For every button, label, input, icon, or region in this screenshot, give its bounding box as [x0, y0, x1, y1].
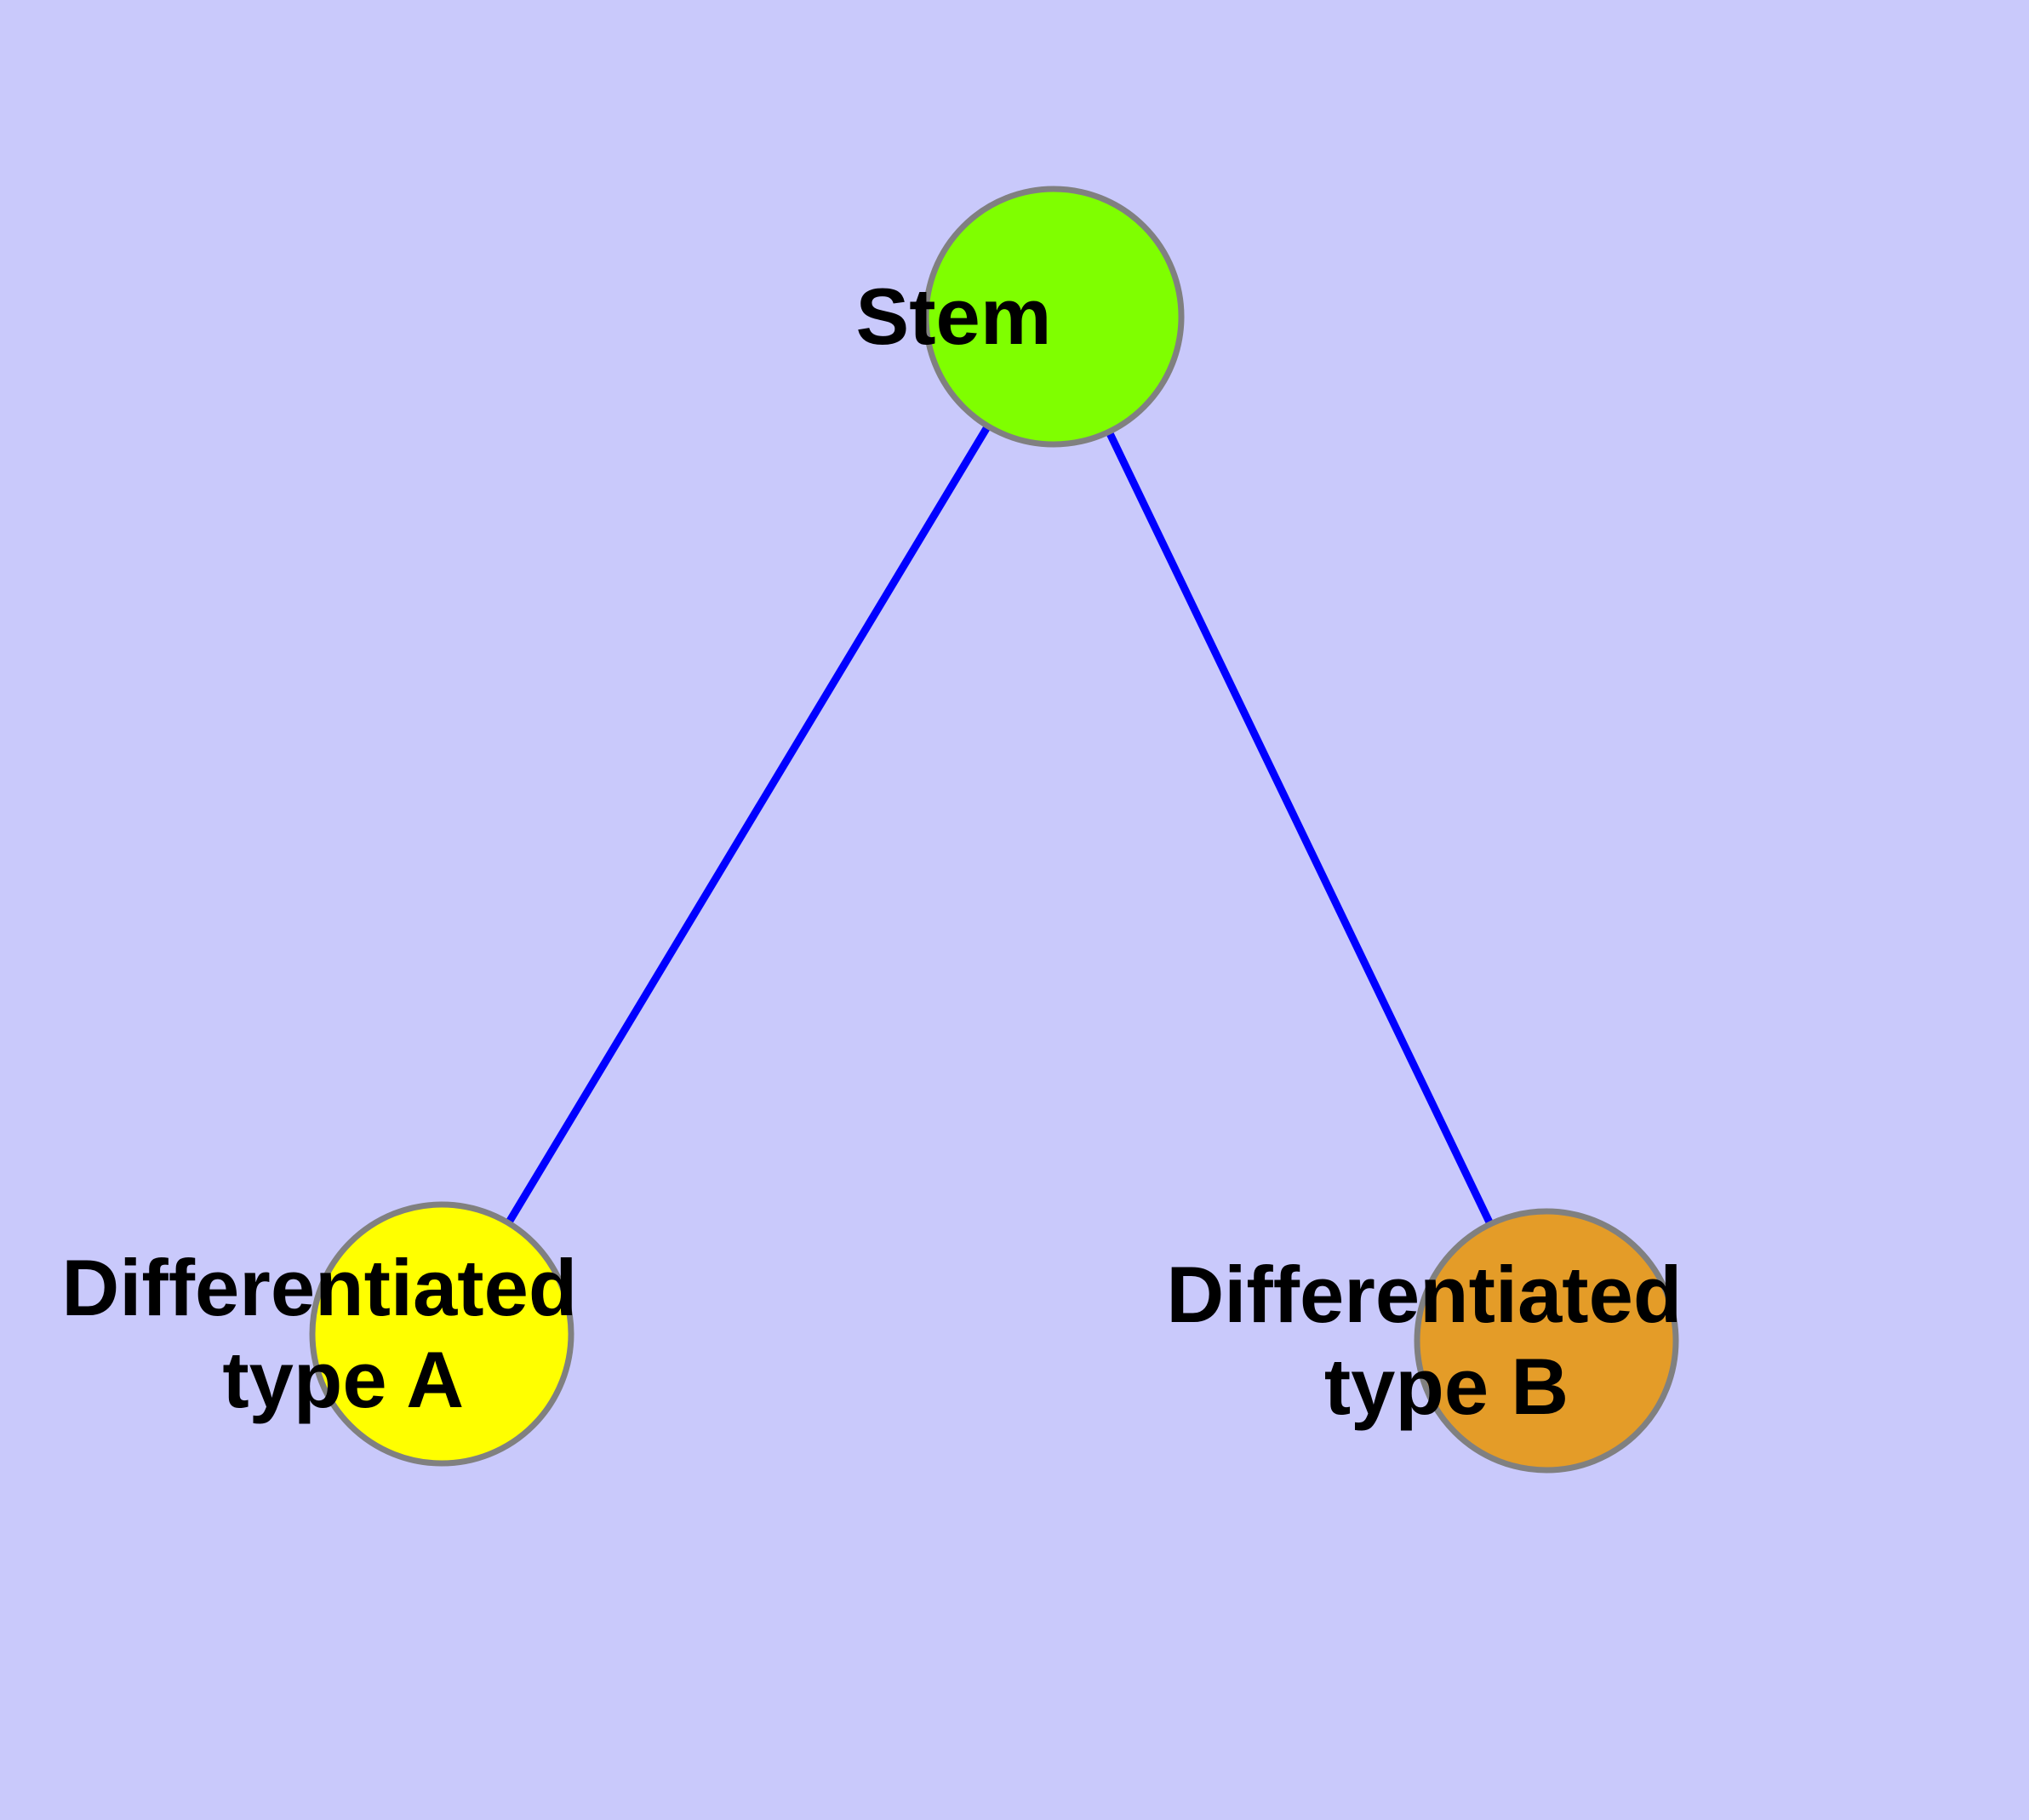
node-stem-circle[interactable] — [923, 186, 1185, 448]
node-diff-b[interactable]: Differentiated type B — [1166, 1208, 1926, 1474]
edge-stem-to-diff-b[interactable] — [1049, 315, 1551, 1342]
node-diff-b-label-line-1: Differentiated — [1166, 1250, 1682, 1339]
node-stem-label: Stem — [856, 272, 1252, 361]
edges-layer — [438, 314, 1551, 1342]
node-stem-label-line-1: Stem — [856, 272, 1052, 361]
node-diff-b-circle[interactable] — [1414, 1208, 1679, 1474]
node-diff-b-label: Differentiated type B — [1166, 1250, 1926, 1431]
node-diff-b-label-line-2: type B — [1324, 1342, 1569, 1431]
nodes-layer: Stem Differentiated type A Differentiate… — [61, 186, 1926, 1474]
node-stem[interactable]: Stem — [856, 186, 1252, 448]
node-diff-a-label: Differentiated type A — [61, 1243, 821, 1424]
edge-stem-to-diff-a[interactable] — [438, 314, 1057, 1336]
node-diff-a-label-line-2: type A — [222, 1335, 462, 1424]
node-diff-a-circle[interactable] — [309, 1201, 574, 1467]
node-diff-a[interactable]: Differentiated type A — [61, 1201, 821, 1467]
node-diff-a-label-line-1: Differentiated — [61, 1243, 577, 1332]
